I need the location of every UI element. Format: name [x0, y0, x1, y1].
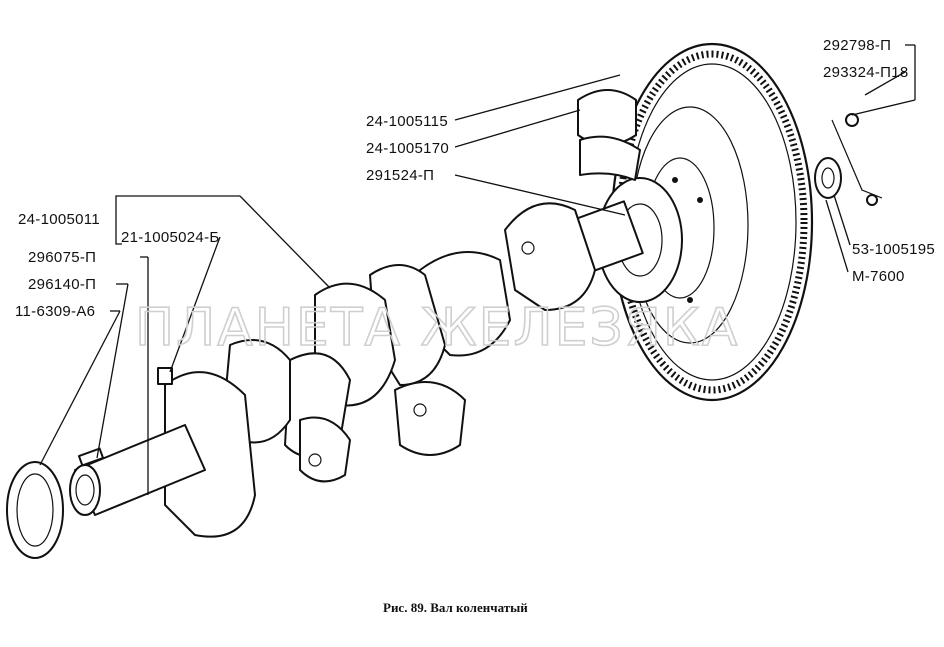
label-24-1005115: 24-1005115	[366, 113, 448, 130]
label-292798-p: 292798-П	[823, 37, 891, 54]
watermark: ПЛАНЕТА ЖЕЛЕЗЯКА	[135, 298, 739, 358]
label-m-7600: М-7600	[852, 268, 905, 285]
label-53-1005195: 53-1005195	[852, 241, 935, 258]
leader-lines	[39, 44, 916, 495]
label-296140-p: 296140-П	[28, 276, 96, 293]
figure-caption: Рис. 89. Вал коленчатый	[383, 600, 528, 615]
label-293324-p18: 293324-П18	[823, 64, 909, 81]
label-24-1005170: 24-1005170	[366, 140, 449, 157]
label-291524-p: 291524-П	[366, 167, 434, 184]
bearing-shells	[577, 89, 641, 181]
label-296075-p: 296075-П	[28, 249, 96, 266]
thrust-washer	[6, 461, 64, 559]
crankshaft	[69, 177, 683, 538]
label-24-1005011: 24-1005011	[18, 211, 100, 228]
label-11-6309-a6: 11-6309-А6	[15, 303, 95, 320]
rear-bearing	[814, 113, 883, 206]
label-21-1005024-b: 21-1005024-Б	[121, 229, 220, 246]
